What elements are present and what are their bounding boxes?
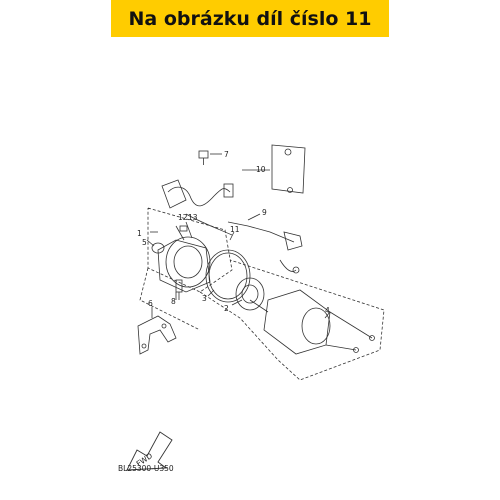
diagram-code: BL25300-U350 — [118, 464, 174, 473]
assembly-outline-2 — [199, 259, 385, 381]
o-ring-small — [151, 242, 165, 254]
callout-7: 7 — [224, 150, 229, 159]
fwd-arrow-icon: FWD — [126, 431, 173, 471]
callout-13: 13 — [188, 213, 198, 222]
banner-title: Na obrázku díl číslo 11 — [128, 7, 372, 30]
callout-1: 1 — [137, 229, 142, 238]
callout-6: 6 — [148, 299, 153, 308]
callout-11: 11 — [230, 225, 240, 234]
assembly-outline-3 — [139, 267, 201, 331]
wire-harness — [167, 186, 295, 243]
callout-9: 9 — [262, 208, 267, 217]
callout-3: 3 — [202, 294, 207, 303]
starter-motor — [263, 289, 331, 355]
mounting-bracket — [137, 315, 177, 355]
starter-housing — [165, 236, 211, 288]
cover-plate — [271, 144, 306, 194]
callout-8: 8 — [171, 297, 176, 306]
gasket-ring — [205, 249, 251, 303]
callout-4: 4 — [325, 306, 330, 315]
callout-2: 2 — [224, 304, 229, 313]
callout-12: 12 — [178, 213, 188, 222]
clutch-ring — [235, 277, 265, 311]
header-banner: Na obrázku díl číslo 11 — [111, 0, 389, 37]
callout-10: 10 — [256, 165, 266, 174]
callout-5: 5 — [142, 238, 147, 247]
